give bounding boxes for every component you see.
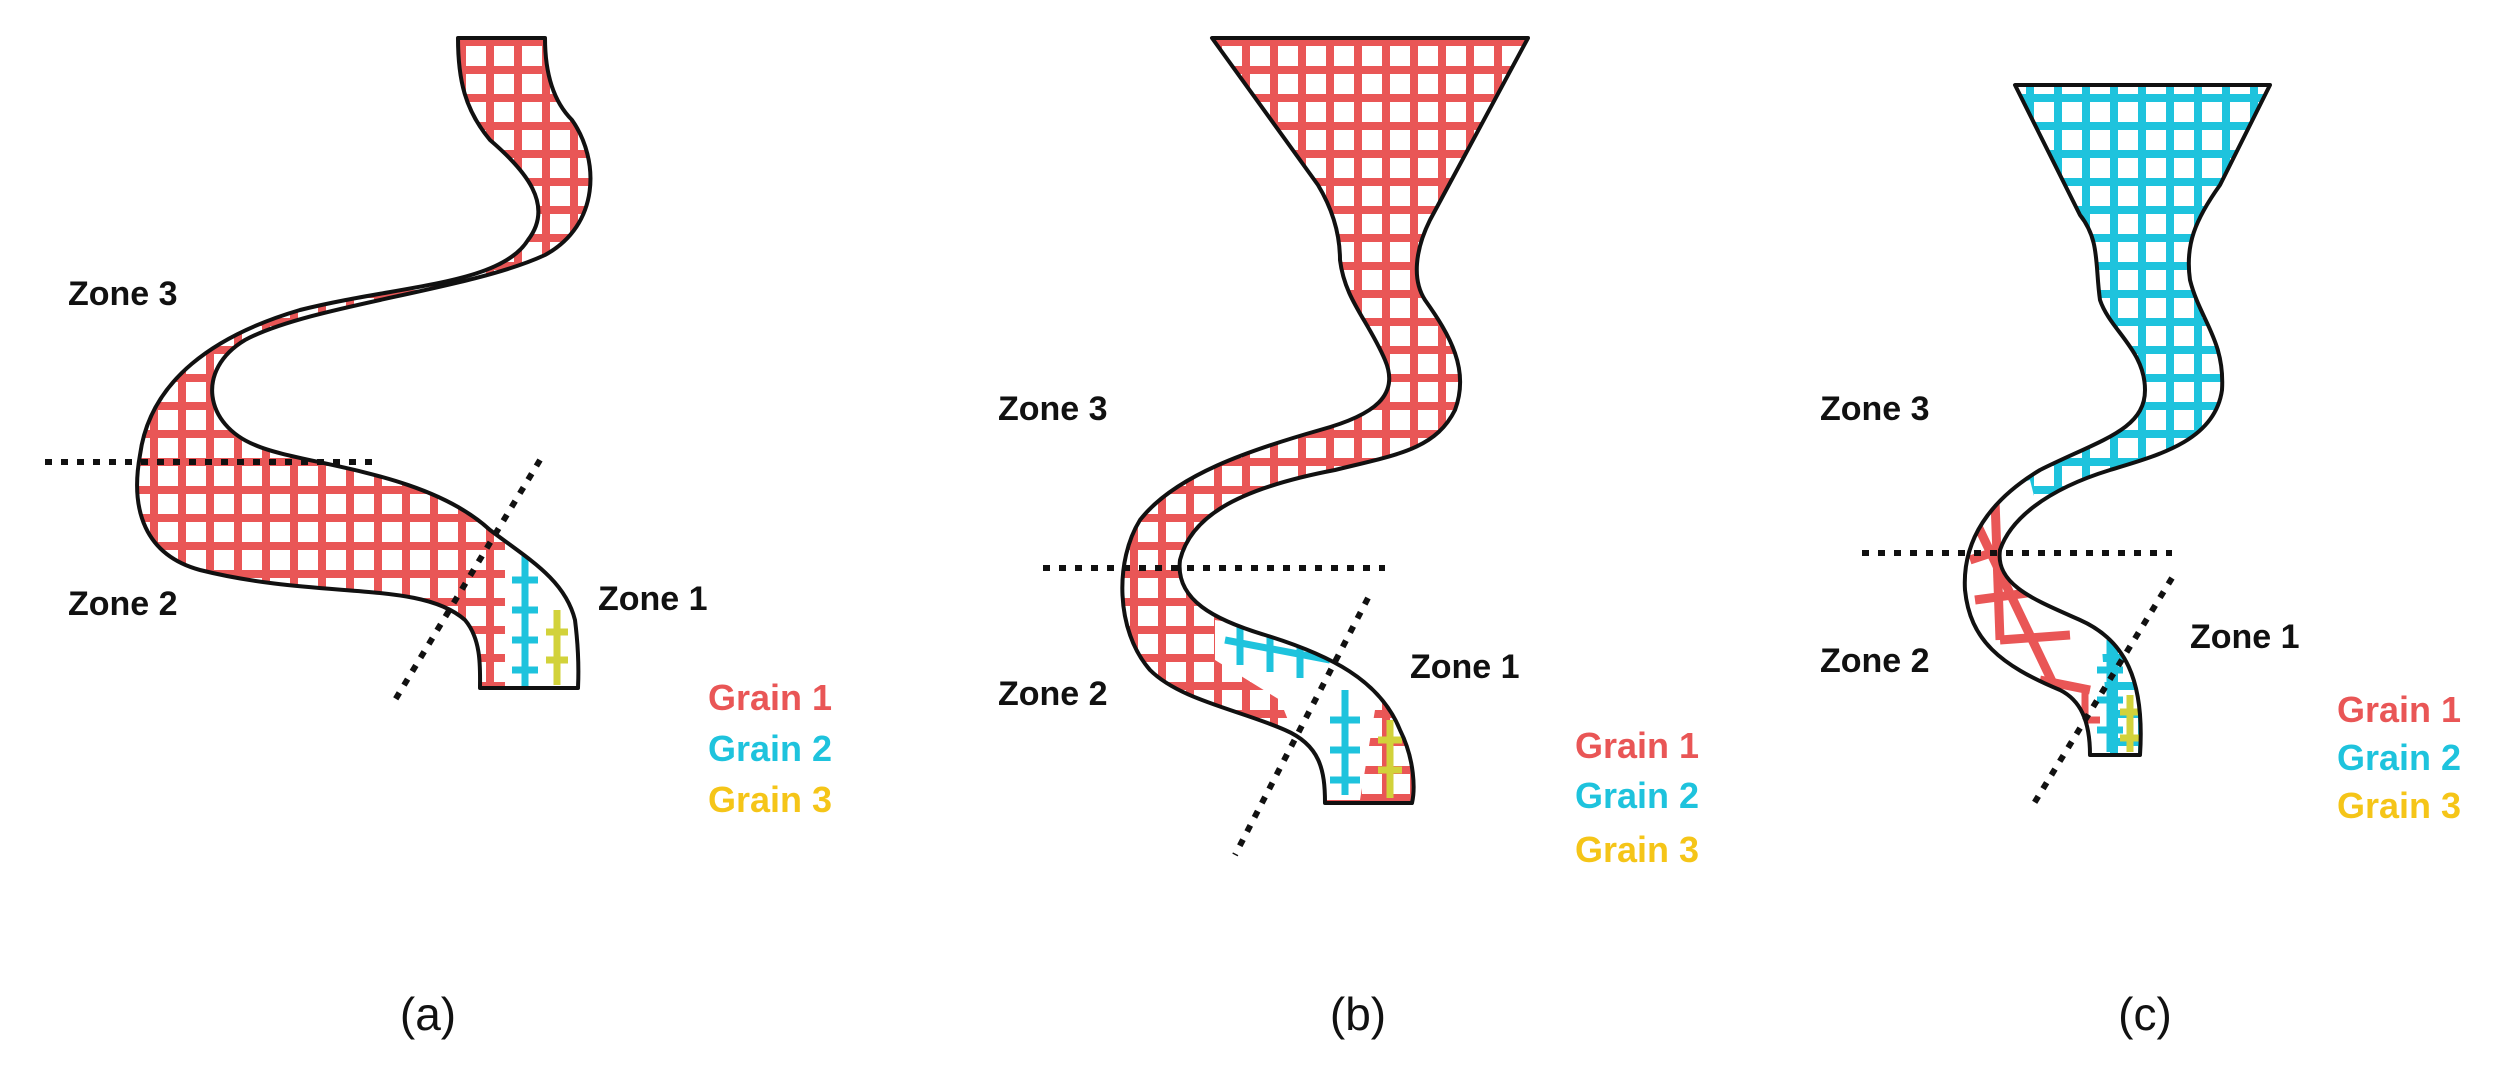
zone-2-label: Zone 2 bbox=[68, 585, 178, 623]
panel-b-grain-fill bbox=[1122, 38, 1528, 803]
legend: Grain 1 Grain 2 Grain 3 bbox=[708, 677, 832, 820]
panel-b: Zone 3 Zone 2 Zone 1 Grain 1 Grain 2 Gra… bbox=[998, 36, 1699, 1040]
legend: Grain 1 Grain 2 Grain 3 bbox=[2337, 689, 2461, 826]
panel-c-grain-fill bbox=[1964, 85, 2270, 755]
grain-2-lower bbox=[2097, 640, 2123, 752]
zone-1-label: Zone 1 bbox=[2190, 618, 2300, 656]
zone-1-label: Zone 1 bbox=[598, 580, 708, 618]
grain-3-region bbox=[546, 610, 568, 685]
zone-3-label: Zone 3 bbox=[1820, 390, 1930, 428]
panel-caption: (c) bbox=[2118, 988, 2172, 1040]
legend-grain-3: Grain 3 bbox=[1575, 829, 1699, 870]
zone-3-label: Zone 3 bbox=[68, 275, 178, 313]
grain-3-region bbox=[1378, 720, 1402, 798]
zone-divider-1-2 bbox=[1232, 596, 1371, 857]
legend: Grain 1 Grain 2 Grain 3 bbox=[1575, 725, 1699, 870]
legend-grain-1: Grain 1 bbox=[708, 677, 832, 718]
panel-caption: (b) bbox=[1330, 988, 1386, 1040]
zone-3-label: Zone 3 bbox=[998, 390, 1108, 428]
panel-c: Zone 3 Zone 2 Zone 1 Grain 1 Grain 2 Gra… bbox=[1820, 83, 2461, 1040]
panel-a: Zone 3 Zone 2 Zone 1 Grain 1 Grain 2 Gra… bbox=[45, 36, 832, 1040]
grain-2-region bbox=[512, 555, 538, 688]
zone-2-label: Zone 2 bbox=[1820, 642, 1930, 680]
zone-1-label: Zone 1 bbox=[1410, 648, 1520, 686]
legend-grain-2: Grain 2 bbox=[1575, 775, 1699, 816]
zone-2-label: Zone 2 bbox=[998, 675, 1108, 713]
legend-grain-2: Grain 2 bbox=[708, 728, 832, 769]
zone-divider-1-2 bbox=[2030, 576, 2175, 807]
legend-grain-1: Grain 1 bbox=[2337, 689, 2461, 730]
legend-grain-2: Grain 2 bbox=[2337, 737, 2461, 778]
panel-caption: (a) bbox=[400, 988, 456, 1040]
grain-3-region bbox=[2120, 695, 2140, 752]
legend-grain-1: Grain 1 bbox=[1575, 725, 1699, 766]
legend-grain-3: Grain 3 bbox=[708, 779, 832, 820]
legend-grain-3: Grain 3 bbox=[2337, 785, 2461, 826]
